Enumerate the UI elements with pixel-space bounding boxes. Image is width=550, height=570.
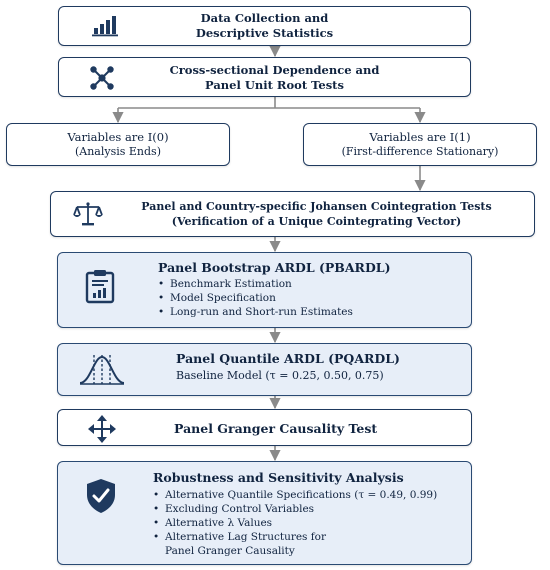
step7-bullet: Alternative Quantile Specifications (τ =… bbox=[153, 488, 437, 502]
step2-line1: Cross-sectional Dependence and bbox=[169, 63, 380, 77]
step4-title: Panel Bootstrap ARDL (PBARDL) bbox=[158, 260, 391, 275]
step4-bullet: Long-run and Short-run Estimates bbox=[158, 305, 353, 319]
step4-bullet: Model Specification bbox=[158, 291, 353, 305]
shield-check-icon bbox=[87, 479, 115, 513]
step4-bullets: Benchmark Estimation Model Specification… bbox=[158, 277, 353, 319]
branch-right-line1: Variables are I(1) bbox=[369, 130, 471, 144]
step-cross-sectional-dependence: Cross-sectional Dependence and Panel Uni… bbox=[58, 57, 471, 97]
step4-bullet: Benchmark Estimation bbox=[158, 277, 353, 291]
clipboard-chart-icon bbox=[85, 270, 115, 304]
step-pqardl: Panel Quantile ARDL (PQARDL) Baseline Mo… bbox=[57, 343, 472, 396]
step7-bullet-continuation: Panel Granger Causality bbox=[165, 545, 295, 557]
step7-bullet: Excluding Control Variables bbox=[153, 502, 437, 516]
step2-line2: Panel Unit Root Tests bbox=[205, 78, 344, 92]
step7-title: Robustness and Sensitivity Analysis bbox=[153, 470, 404, 485]
step-data-collection: Data Collection and Descriptive Statisti… bbox=[58, 6, 471, 46]
step-pbardl: Panel Bootstrap ARDL (PBARDL) Benchmark … bbox=[57, 252, 472, 328]
branch-i0: Variables are I(0) (Analysis Ends) bbox=[6, 123, 230, 166]
step5-subtitle: Baseline Model (τ = 0.25, 0.50, 0.75) bbox=[176, 369, 384, 382]
step5-title: Panel Quantile ARDL (PQARDL) bbox=[176, 351, 400, 366]
step1-line1: Data Collection and bbox=[200, 11, 329, 25]
branch-left-line1: Variables are I(0) bbox=[67, 130, 169, 144]
balance-scale-icon bbox=[73, 202, 103, 226]
step7-bullets: Alternative Quantile Specifications (τ =… bbox=[153, 488, 437, 544]
distribution-curve-icon bbox=[79, 355, 125, 385]
step7-bullet: Alternative Lag Structures for bbox=[153, 530, 437, 544]
step1-line2: Descriptive Statistics bbox=[195, 26, 334, 40]
branch-i1: Variables are I(1) (First-difference Sta… bbox=[303, 123, 537, 166]
branch-left-line2: (Analysis Ends) bbox=[74, 145, 161, 158]
step3-line2: (Verification of a Unique Cointegrating … bbox=[171, 215, 462, 228]
step-johansen-cointegration: Panel and Country-specific Johansen Coin… bbox=[50, 191, 535, 237]
step-granger-causality: Panel Granger Causality Test bbox=[57, 409, 472, 446]
step3-line1: Panel and Country-specific Johansen Coin… bbox=[141, 200, 492, 213]
bar-chart-icon bbox=[92, 16, 118, 37]
branch-right-line2: (First-difference Stationary) bbox=[341, 145, 499, 158]
step7-bullet: Alternative λ Values bbox=[153, 516, 437, 530]
step6-title: Panel Granger Causality Test bbox=[174, 421, 378, 436]
four-way-arrows-icon bbox=[88, 415, 116, 443]
network-icon bbox=[90, 66, 114, 90]
step-robustness: Robustness and Sensitivity Analysis Alte… bbox=[57, 461, 472, 565]
